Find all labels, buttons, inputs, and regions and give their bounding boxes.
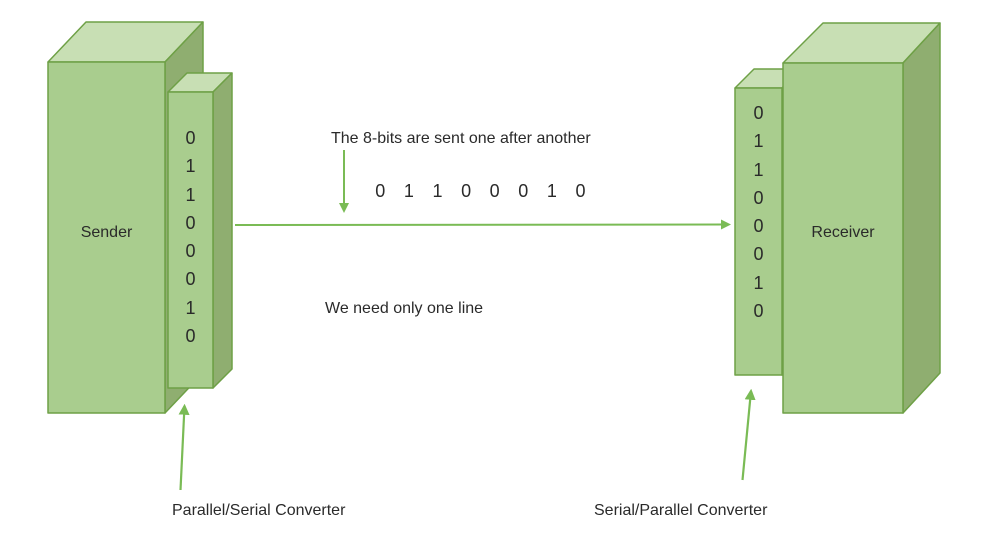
bit: 1 bbox=[185, 156, 196, 177]
annotation-one-line-needed: We need only one line bbox=[325, 300, 484, 317]
annotation-bits-sent-one-after-another: The 8-bits are sent one after another bbox=[331, 130, 591, 147]
receiver-box-front-face bbox=[782, 62, 904, 414]
sender-converter-front-face bbox=[167, 91, 214, 389]
bit: 1 bbox=[753, 272, 764, 293]
bit: 0 bbox=[185, 269, 196, 290]
bit: 1 bbox=[753, 131, 764, 152]
receiver-bits-column: 0 1 1 0 0 0 1 0 bbox=[735, 99, 782, 325]
bit: 0 bbox=[753, 301, 764, 322]
serial-line-arrow bbox=[234, 219, 731, 230]
sender-converter-side-face bbox=[212, 72, 233, 389]
serial-parallel-converter-arrow bbox=[741, 388, 756, 481]
bit: 0 bbox=[375, 181, 386, 201]
bit: 1 bbox=[432, 181, 443, 201]
parallel-serial-converter-label: Parallel/Serial Converter bbox=[172, 502, 346, 519]
parallel-serial-converter-box bbox=[167, 72, 233, 389]
bit: 1 bbox=[753, 159, 764, 180]
sender-label: Sender bbox=[80, 224, 133, 241]
receiver-box-side-face bbox=[902, 22, 941, 414]
bit: 0 bbox=[461, 181, 472, 201]
bit: 0 bbox=[753, 187, 764, 208]
bit: 0 bbox=[753, 216, 764, 237]
bit: 1 bbox=[185, 184, 196, 205]
bit: 1 bbox=[185, 297, 196, 318]
bit: 0 bbox=[185, 212, 196, 233]
bit: 0 bbox=[185, 128, 196, 148]
serial-parallel-converter-label: Serial/Parallel Converter bbox=[594, 502, 768, 519]
receiver-box bbox=[782, 22, 941, 414]
bit: 0 bbox=[185, 326, 196, 347]
bit: 1 bbox=[546, 181, 557, 201]
bit: 0 bbox=[575, 181, 586, 201]
bit: 0 bbox=[185, 241, 196, 262]
sender-bits-column: 0 1 1 0 0 0 1 0 bbox=[168, 124, 213, 350]
bit: 0 bbox=[518, 181, 529, 201]
parallel-serial-converter-arrow bbox=[178, 403, 190, 491]
bit: 0 bbox=[489, 181, 500, 201]
bit: 0 bbox=[753, 103, 764, 123]
bit: 0 bbox=[753, 244, 764, 265]
receiver-label: Receiver bbox=[811, 224, 875, 241]
bit: 1 bbox=[403, 181, 414, 201]
sender-box-front-face bbox=[47, 61, 166, 414]
receiver-converter-front-face bbox=[734, 87, 783, 376]
